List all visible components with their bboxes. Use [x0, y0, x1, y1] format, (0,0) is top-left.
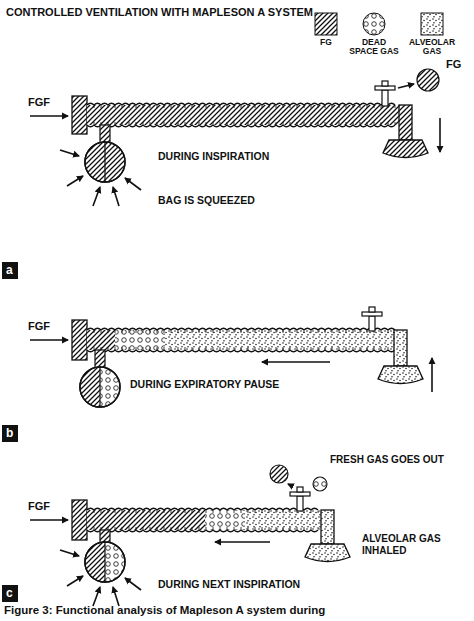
fresh-gas-inlet — [72, 500, 87, 540]
tube-gas — [87, 510, 205, 530]
gas-bubble — [313, 477, 327, 491]
panel-letter-text: b — [6, 427, 14, 439]
face-mask — [378, 366, 423, 384]
flow-arrow — [93, 587, 100, 606]
legend-text: FG — [306, 38, 346, 47]
flow-arrow — [125, 578, 141, 590]
legend-text: DEAD SPACE GAS — [348, 38, 400, 57]
phase-label: DURING INSPIRATION — [158, 150, 269, 162]
apl-valve-cap — [290, 492, 310, 496]
reservoir-bag — [85, 142, 125, 182]
reservoir-bag-outline — [85, 542, 125, 582]
flow-arrow — [30, 519, 68, 521]
tube-gas — [87, 105, 400, 125]
flow-arrow — [125, 178, 141, 190]
legend-text: ALVEOLAR GAS — [404, 38, 460, 57]
flow-arrow — [30, 339, 68, 341]
phase-label: DURING EXPIRATORY PAUSE — [130, 378, 279, 390]
corrugated-tube — [87, 508, 318, 532]
patient-connector — [394, 330, 407, 366]
flow-arrow — [67, 176, 83, 186]
figure-caption: Figure 3: Functional analysis of Mapleso… — [4, 604, 470, 617]
legend-swatch — [420, 12, 444, 36]
panel-letter: b — [2, 425, 18, 442]
legend-swatch — [362, 12, 386, 36]
tube-ridges — [94, 331, 388, 349]
flow-arrow — [113, 587, 119, 606]
tube-gas — [165, 330, 395, 350]
reservoir-bag — [85, 542, 125, 582]
tube-gas — [245, 510, 322, 530]
note-label: ALVEOLAR GAS INHALED — [362, 533, 470, 556]
flow-arrow — [439, 118, 441, 152]
legend-swatch — [314, 12, 338, 36]
legend-item: FG — [306, 12, 346, 47]
flow-arrow — [60, 150, 79, 156]
panel-letter: c — [2, 585, 18, 602]
panel-letter-text: a — [6, 264, 14, 276]
flow-arrow — [93, 187, 100, 206]
corrugated-tube — [87, 103, 395, 127]
bag-neck — [95, 350, 105, 369]
reservoir-bag-outline — [85, 142, 125, 182]
action-label: BAG IS SQUEEZED — [158, 194, 255, 206]
reservoir-bag-half — [80, 367, 100, 407]
flow-arrow — [398, 84, 414, 88]
fresh-gas-inlet — [72, 96, 87, 134]
apl-valve-stem — [369, 316, 375, 331]
apl-valve-stem — [382, 90, 388, 106]
flow-label: FGF — [28, 96, 50, 109]
apl-valve-knob — [382, 81, 388, 86]
flow-arrow — [30, 115, 68, 117]
panel-letter: a — [2, 262, 18, 279]
legend-sample — [363, 13, 385, 35]
phase-label: DURING NEXT INSPIRATION — [158, 578, 300, 590]
corrugated-tube — [87, 328, 395, 352]
apl-valve-cap — [362, 312, 382, 316]
legend-sample — [421, 13, 443, 35]
flow-arrow — [113, 187, 119, 206]
face-mask — [383, 140, 428, 158]
legend-item: ALVEOLAR GAS — [404, 12, 460, 57]
bag-neck — [100, 125, 110, 144]
gas-label: FG — [446, 58, 461, 71]
flow-arrow — [288, 484, 292, 486]
face-mask — [305, 544, 350, 562]
flow-arrow — [67, 576, 83, 586]
reservoir-bag-half — [85, 542, 105, 582]
tube-ridges — [94, 511, 318, 529]
reservoir-bag-half — [85, 142, 105, 182]
diagram-title: CONTROLLED VENTILATION WITH MAPLESON A S… — [6, 6, 313, 19]
flow-label: FGF — [28, 320, 50, 333]
note-label: FRESH GAS GOES OUT — [330, 454, 444, 466]
legend-item: DEAD SPACE GAS — [348, 12, 400, 57]
gas-bubble — [270, 465, 288, 483]
patient-connector — [399, 105, 412, 140]
panel-letter-text: c — [6, 587, 14, 599]
flow-arrow — [431, 358, 433, 392]
flow-label: FGF — [28, 500, 50, 513]
apl-valve-stem — [297, 496, 303, 511]
tube-gas — [115, 330, 165, 350]
tube-ridges — [94, 106, 395, 124]
patient-connector — [321, 510, 334, 544]
reservoir-bag — [80, 367, 120, 407]
gas-bubble — [417, 69, 439, 91]
apl-valve-knob — [297, 487, 303, 492]
flow-arrow — [215, 541, 270, 543]
fresh-gas-inlet — [72, 320, 87, 360]
flow-arrow — [262, 361, 330, 363]
flow-arrow — [60, 550, 79, 556]
tube-gas — [205, 510, 245, 530]
reservoir-bag-outline — [80, 367, 120, 407]
apl-valve-knob — [369, 307, 375, 312]
legend-sample — [315, 13, 337, 35]
